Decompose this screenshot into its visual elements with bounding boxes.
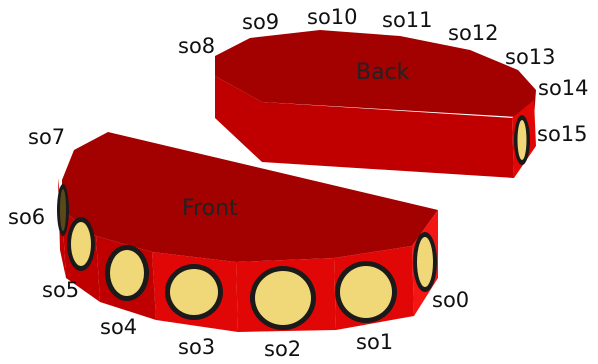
sensor-label-so2: so2	[264, 337, 301, 359]
sensor-label-so15: so15	[537, 122, 588, 146]
front-top-face	[62, 132, 438, 262]
transducer-so0	[413, 232, 437, 292]
sensor-label-so3: so3	[178, 335, 215, 359]
transducer-face	[517, 120, 527, 160]
transducer-face	[417, 237, 433, 287]
back-front-face	[215, 76, 514, 178]
transducer-so5	[67, 217, 95, 271]
sensor-label-so0: so0	[432, 288, 469, 312]
transducer-so1	[335, 261, 397, 323]
back-label: Back	[356, 60, 410, 85]
transducer-so6	[57, 184, 69, 236]
sensor-label-so7: so7	[28, 125, 65, 149]
sensor-label-so12: so12	[448, 21, 499, 45]
sensor-label-so9: so9	[242, 10, 279, 34]
sensor-label-so8: so8	[178, 34, 215, 58]
transducer-so15	[514, 115, 530, 165]
sensor-label-so5: so5	[42, 278, 79, 302]
sensor-label-so1: so1	[356, 330, 393, 354]
sensor-label-so4: so4	[100, 315, 137, 339]
transducer-so2	[250, 266, 316, 330]
transducer-so3	[165, 264, 223, 320]
transducer-face	[170, 269, 218, 315]
sensor-label-so13: so13	[505, 45, 556, 69]
front-label: Front	[182, 196, 238, 221]
back-top-face	[215, 30, 536, 118]
back-half: Back	[215, 30, 536, 178]
transducer-so4	[105, 245, 149, 301]
sensor-labels: so0 so1 so2 so3 so4 so5 so6 so7 so8 so9 …	[8, 5, 589, 361]
transducer-face	[255, 271, 311, 325]
transducer-face	[71, 222, 91, 266]
sensor-label-so6: so6	[8, 205, 45, 229]
sensor-label-so11: so11	[382, 8, 433, 32]
transducer-face	[340, 266, 392, 318]
transducer-face	[60, 189, 66, 231]
sensor-label-so14: so14	[538, 76, 589, 100]
sensor-label-so10: so10	[307, 5, 358, 29]
transducer-face	[110, 250, 144, 296]
